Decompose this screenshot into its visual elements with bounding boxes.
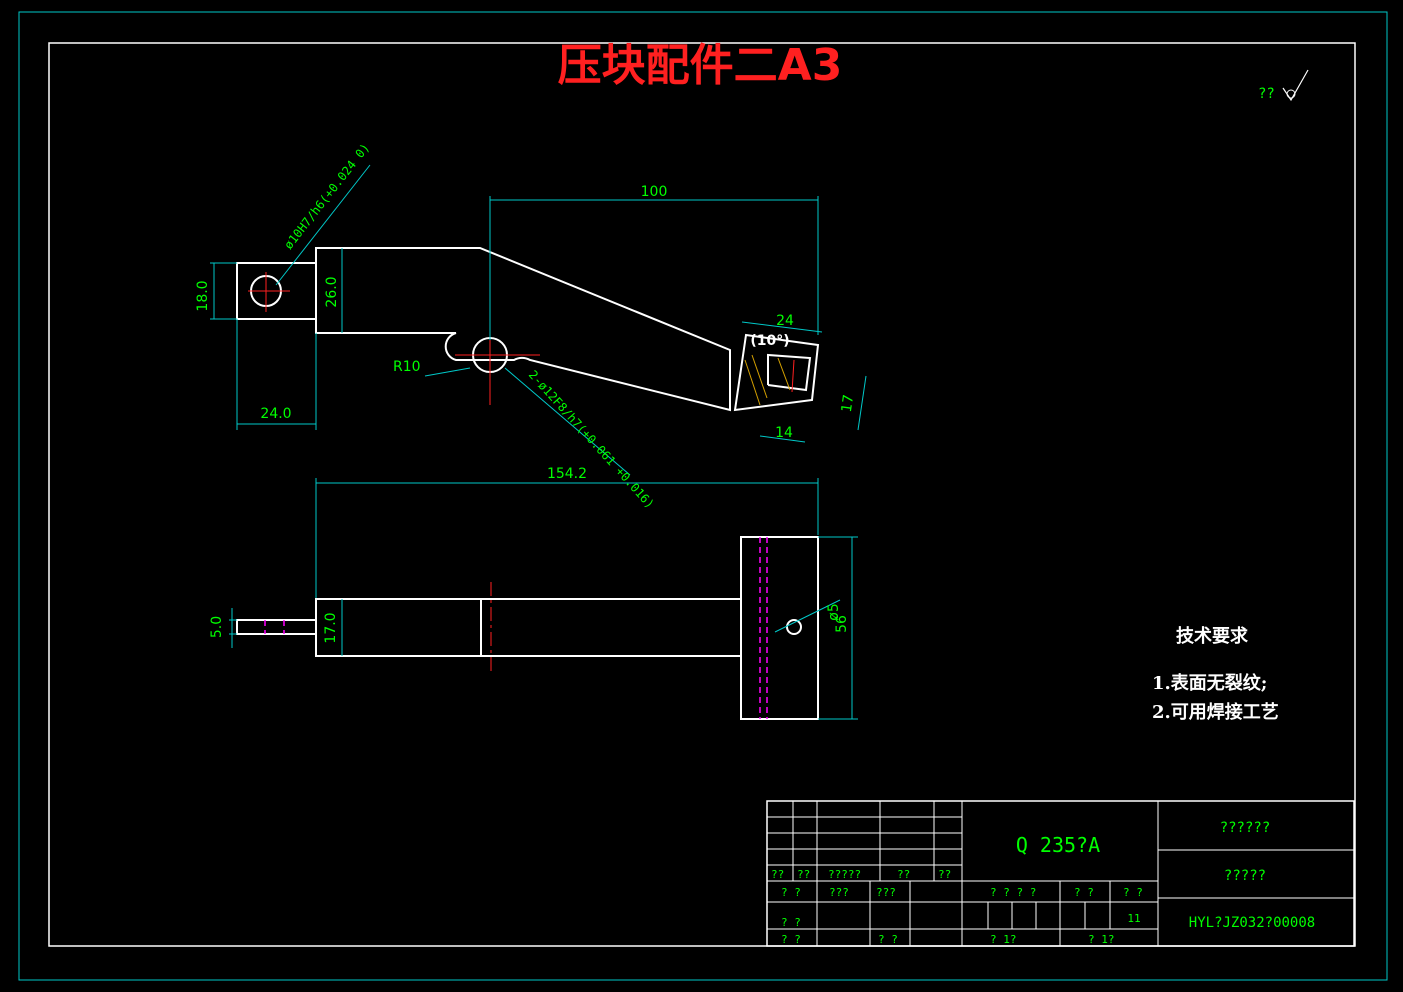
check-icon (1282, 69, 1309, 102)
tb-r2-5: ? ? (1123, 886, 1143, 899)
sheet-border (18, 11, 1388, 981)
tb-r4-1: ? ? (878, 933, 898, 946)
tb-r2-1: ??? (829, 886, 849, 899)
tech-requirements: 技术要求 1.表面无裂纹; 2.可用焊接工艺 (1152, 625, 1279, 723)
tb-r1-4: ?? (938, 868, 951, 881)
tech-item-2: 2.可用焊接工艺 (1152, 701, 1279, 723)
dim-24-left: 24.0 (260, 406, 291, 422)
dim-hole-fit-2: 2-ø12F8/h7(+0.061 +0.016) (526, 368, 657, 512)
dim-phi5: ø5 (826, 603, 842, 620)
roughness-circle-icon (1286, 89, 1296, 99)
dim-17-right: 17 (839, 394, 857, 414)
tb-r1-3: ?? (897, 868, 910, 881)
arm-plan (315, 598, 742, 657)
tb-r4-2: ? 1? (990, 933, 1017, 946)
material: Q 235?A (1016, 833, 1100, 857)
end-block (733, 333, 820, 412)
tb-r1-1: ?? (797, 868, 810, 881)
small-hole (786, 619, 802, 635)
roughness-symbol: ?? (1258, 69, 1309, 102)
tb-r2-0: ? ? (781, 886, 801, 899)
tb-r2-3: ? ? ? ? (990, 886, 1036, 899)
tb-r1-2: ????? (828, 868, 861, 881)
tech-item-1: 1.表面无裂纹; (1152, 672, 1267, 694)
dim-angle: (10°) (750, 333, 789, 349)
top-view: 154.2 5.0 17.0 ø5 56 (209, 466, 858, 720)
dim-26: 26.0 (324, 276, 340, 307)
drawing-number: HYL?JZ032?00008 (1189, 915, 1315, 931)
tb-r2-4: ? ? (1074, 886, 1094, 899)
dim-r10: R10 (393, 359, 421, 375)
dim-5: 5.0 (209, 616, 225, 638)
scale-value: 11 (1127, 912, 1140, 925)
front-view: 100 18.0 26.0 24.0 ø10H7/h6(+0.024 0) R1… (195, 141, 867, 512)
dim-hole-fit: ø10H7/h6(+0.024 0) (281, 141, 372, 252)
tech-heading: 技术要求 (1176, 625, 1249, 647)
title-block: Q 235?A ?????? ????? HYL?JZ032?00008 11 … (766, 800, 1355, 947)
company-name: ????? (1224, 868, 1266, 884)
tb-r4-0: ? ? (781, 933, 801, 946)
dim-14: 14 (775, 425, 793, 441)
dim-154: 154.2 (547, 466, 587, 482)
dim-24-right: 24 (776, 313, 794, 329)
dim-17: 17.0 (323, 612, 339, 643)
dim-100: 100 (641, 184, 668, 200)
drawing-frame (48, 42, 1356, 947)
dim-18: 18.0 (195, 280, 211, 311)
dim-56: 56 (834, 615, 850, 633)
part-name: ?????? (1220, 820, 1271, 836)
tb-r3-0: ? ? (781, 916, 801, 929)
tb-r1-0: ?? (771, 868, 784, 881)
arm-body (315, 247, 731, 412)
tb-r4-3: ? 1? (1088, 933, 1115, 946)
roughness-label: ?? (1258, 86, 1275, 102)
end-block-plan (740, 536, 819, 720)
tb-r2-2: ??? (876, 886, 896, 899)
thin-lug (236, 619, 317, 635)
drawing-title: 压块配件二A3 (558, 40, 843, 91)
